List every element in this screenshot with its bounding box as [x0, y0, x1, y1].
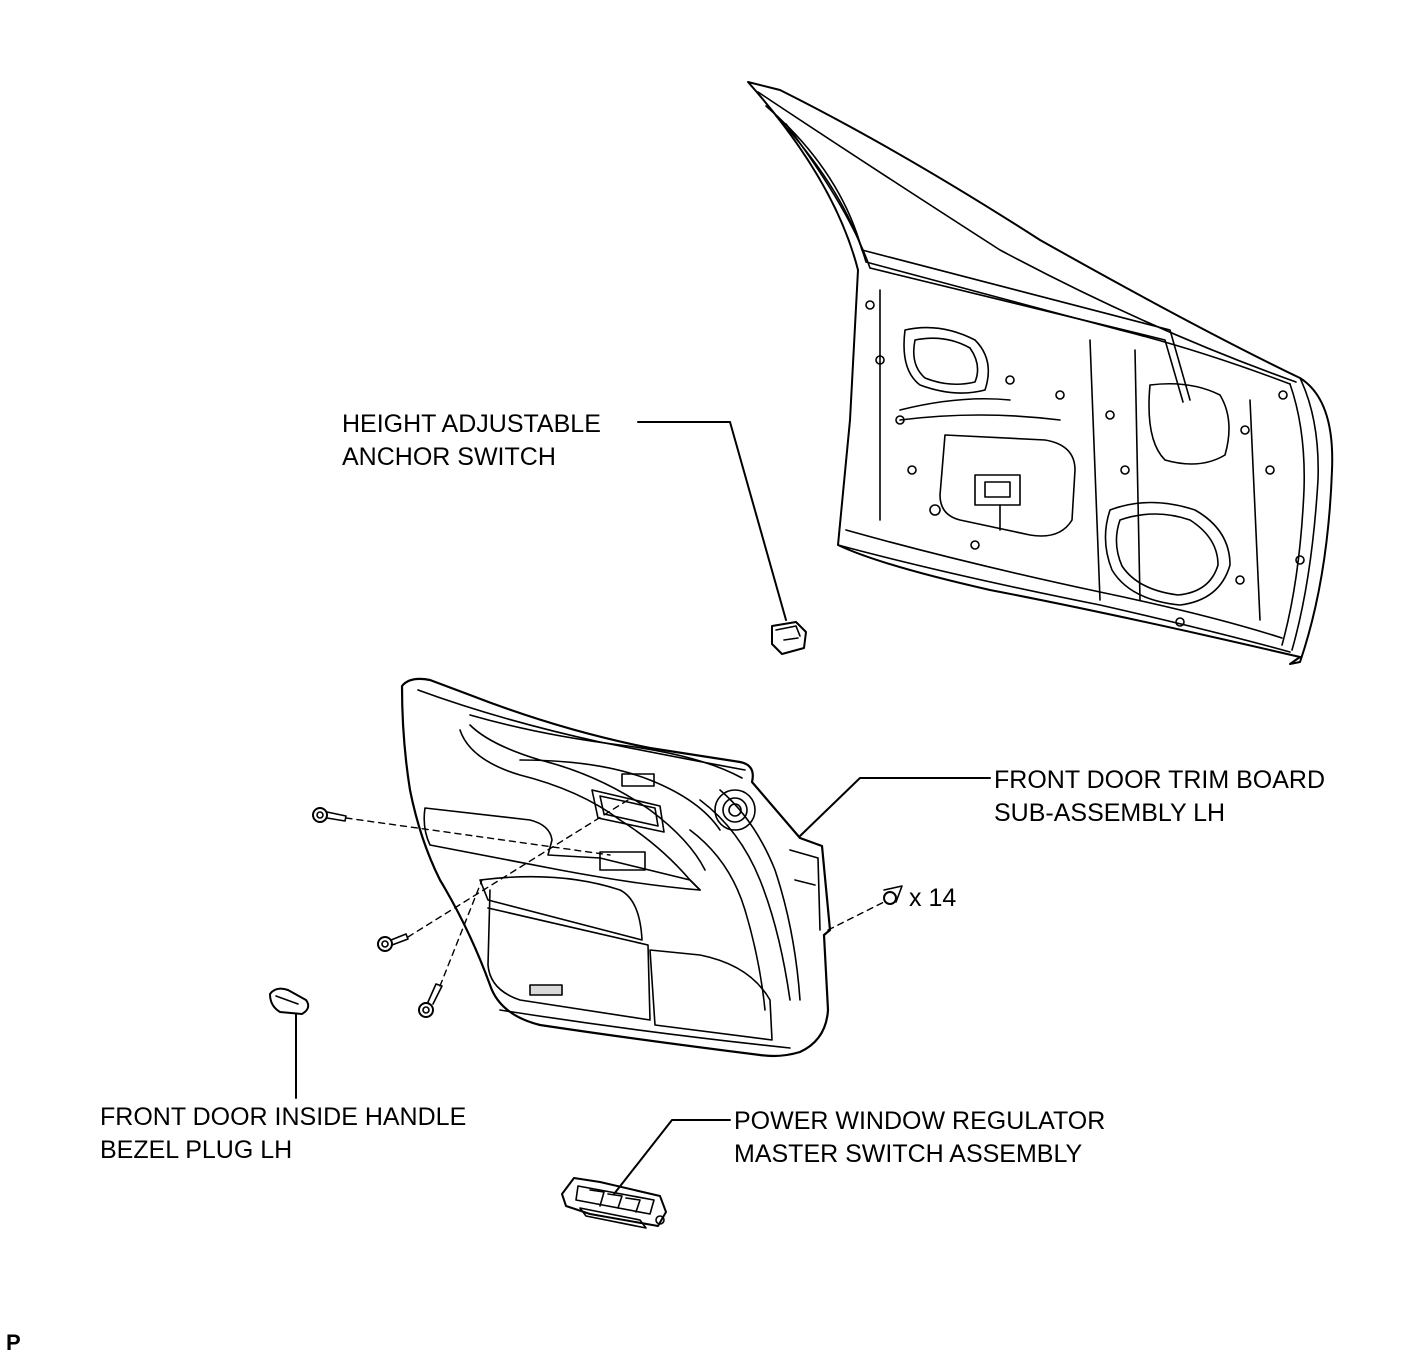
anchor-switch-leader: [637, 421, 787, 621]
trim-board-part: [400, 677, 832, 1058]
screw-upper: [312, 807, 347, 823]
clip-quantity-text: x 14: [909, 884, 957, 912]
master-switch-label-line1: POWER WINDOW REGULATOR: [734, 1107, 1106, 1135]
trim-board-label: FRONT DOOR TRIM BOARD SUB-ASSEMBLY LH: [994, 764, 1325, 830]
clip-part: [883, 885, 903, 905]
anchor-switch-label-line2: ANCHOR SWITCH: [342, 443, 556, 471]
trim-board-label-line2: SUB-ASSEMBLY LH: [994, 799, 1226, 827]
clip-guide-line: [827, 901, 885, 931]
clip-quantity-label: x 14: [909, 882, 956, 915]
bezel-plug-part: [269, 987, 310, 1015]
screw-lower: [418, 983, 443, 1018]
bezel-plug-label-line1: FRONT DOOR INSIDE HANDLE: [100, 1103, 467, 1131]
screw-middle: [377, 933, 409, 952]
figure-code-text: P: [6, 1330, 21, 1355]
master-switch-leader: [613, 1119, 731, 1195]
anchor-switch-label-line1: HEIGHT ADJUSTABLE: [342, 410, 601, 438]
anchor-switch-part: [771, 621, 807, 655]
screw-guide-lines: [345, 799, 629, 987]
master-switch-part: [561, 1177, 667, 1229]
trim-board-label-line1: FRONT DOOR TRIM BOARD: [994, 766, 1326, 794]
master-switch-label-line2: MASTER SWITCH ASSEMBLY: [734, 1140, 1083, 1168]
figure-code: P: [6, 1326, 21, 1359]
front-door-panel: [747, 81, 1334, 665]
bezel-plug-label-line2: BEZEL PLUG LH: [100, 1136, 293, 1164]
trim-board-leader: [799, 777, 991, 837]
bezel-plug-label: FRONT DOOR INSIDE HANDLE BEZEL PLUG LH: [100, 1101, 466, 1167]
anchor-switch-label: HEIGHT ADJUSTABLE ANCHOR SWITCH: [342, 408, 601, 474]
master-switch-label: POWER WINDOW REGULATOR MASTER SWITCH ASS…: [734, 1105, 1105, 1171]
